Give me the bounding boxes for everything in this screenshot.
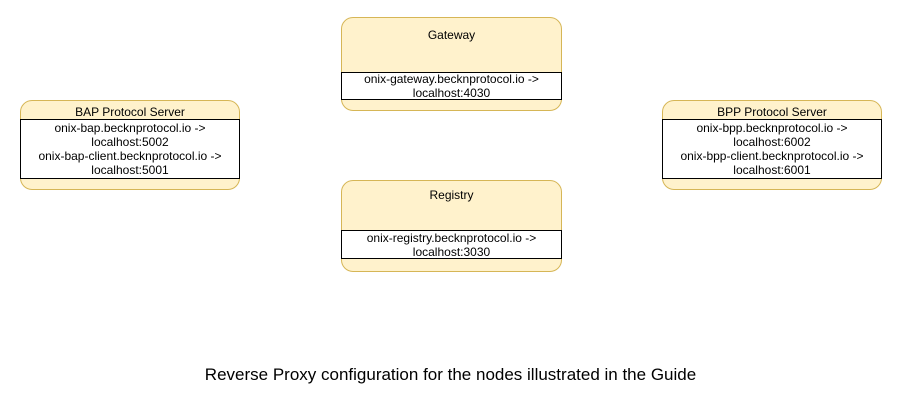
node-bap-mapping-box: onix-bap.becknprotocol.io -> localhost:5… <box>20 119 240 179</box>
mapping-line: onix-bpp-client.becknprotocol.io -> <box>680 149 864 163</box>
mapping-line: onix-bap-client.becknprotocol.io -> <box>38 149 222 163</box>
mapping-line: localhost:5002 <box>91 135 169 149</box>
node-gateway: Gateway onix-gateway.becknprotocol.io ->… <box>341 17 562 111</box>
mapping-line: onix-gateway.becknprotocol.io -> <box>364 72 539 86</box>
mapping-line: localhost:3030 <box>412 244 491 259</box>
mapping-line: localhost:5001 <box>91 163 169 177</box>
node-registry-mapping-box: onix-registry.becknprotocol.io -> localh… <box>341 230 562 259</box>
mapping-line: localhost:6002 <box>733 135 811 149</box>
mapping-line: onix-bpp.becknprotocol.io -> <box>696 121 848 135</box>
node-bpp-mapping-box: onix-bpp.becknprotocol.io -> localhost:6… <box>662 119 882 179</box>
diagram-caption: Reverse Proxy configuration for the node… <box>204 365 697 384</box>
node-gateway-mapping-box: onix-gateway.becknprotocol.io -> localho… <box>341 72 562 100</box>
node-bap-protocol-server: BAP Protocol Server onix-bap.becknprotoc… <box>20 100 240 190</box>
node-bap-title: BAP Protocol Server <box>75 105 185 119</box>
node-bpp-protocol-server: BPP Protocol Server onix-bpp.becknprotoc… <box>662 100 882 190</box>
mapping-line: localhost:6001 <box>733 163 811 177</box>
mapping-line: onix-registry.becknprotocol.io -> <box>366 230 537 245</box>
node-gateway-title: Gateway <box>427 28 476 42</box>
mapping-line: localhost:4030 <box>412 86 491 100</box>
node-bpp-title: BPP Protocol Server <box>717 105 827 119</box>
mapping-line: onix-bap.becknprotocol.io -> <box>54 121 206 135</box>
node-registry-title: Registry <box>429 188 474 202</box>
node-registry: Registry onix-registry.becknprotocol.io … <box>341 180 562 272</box>
